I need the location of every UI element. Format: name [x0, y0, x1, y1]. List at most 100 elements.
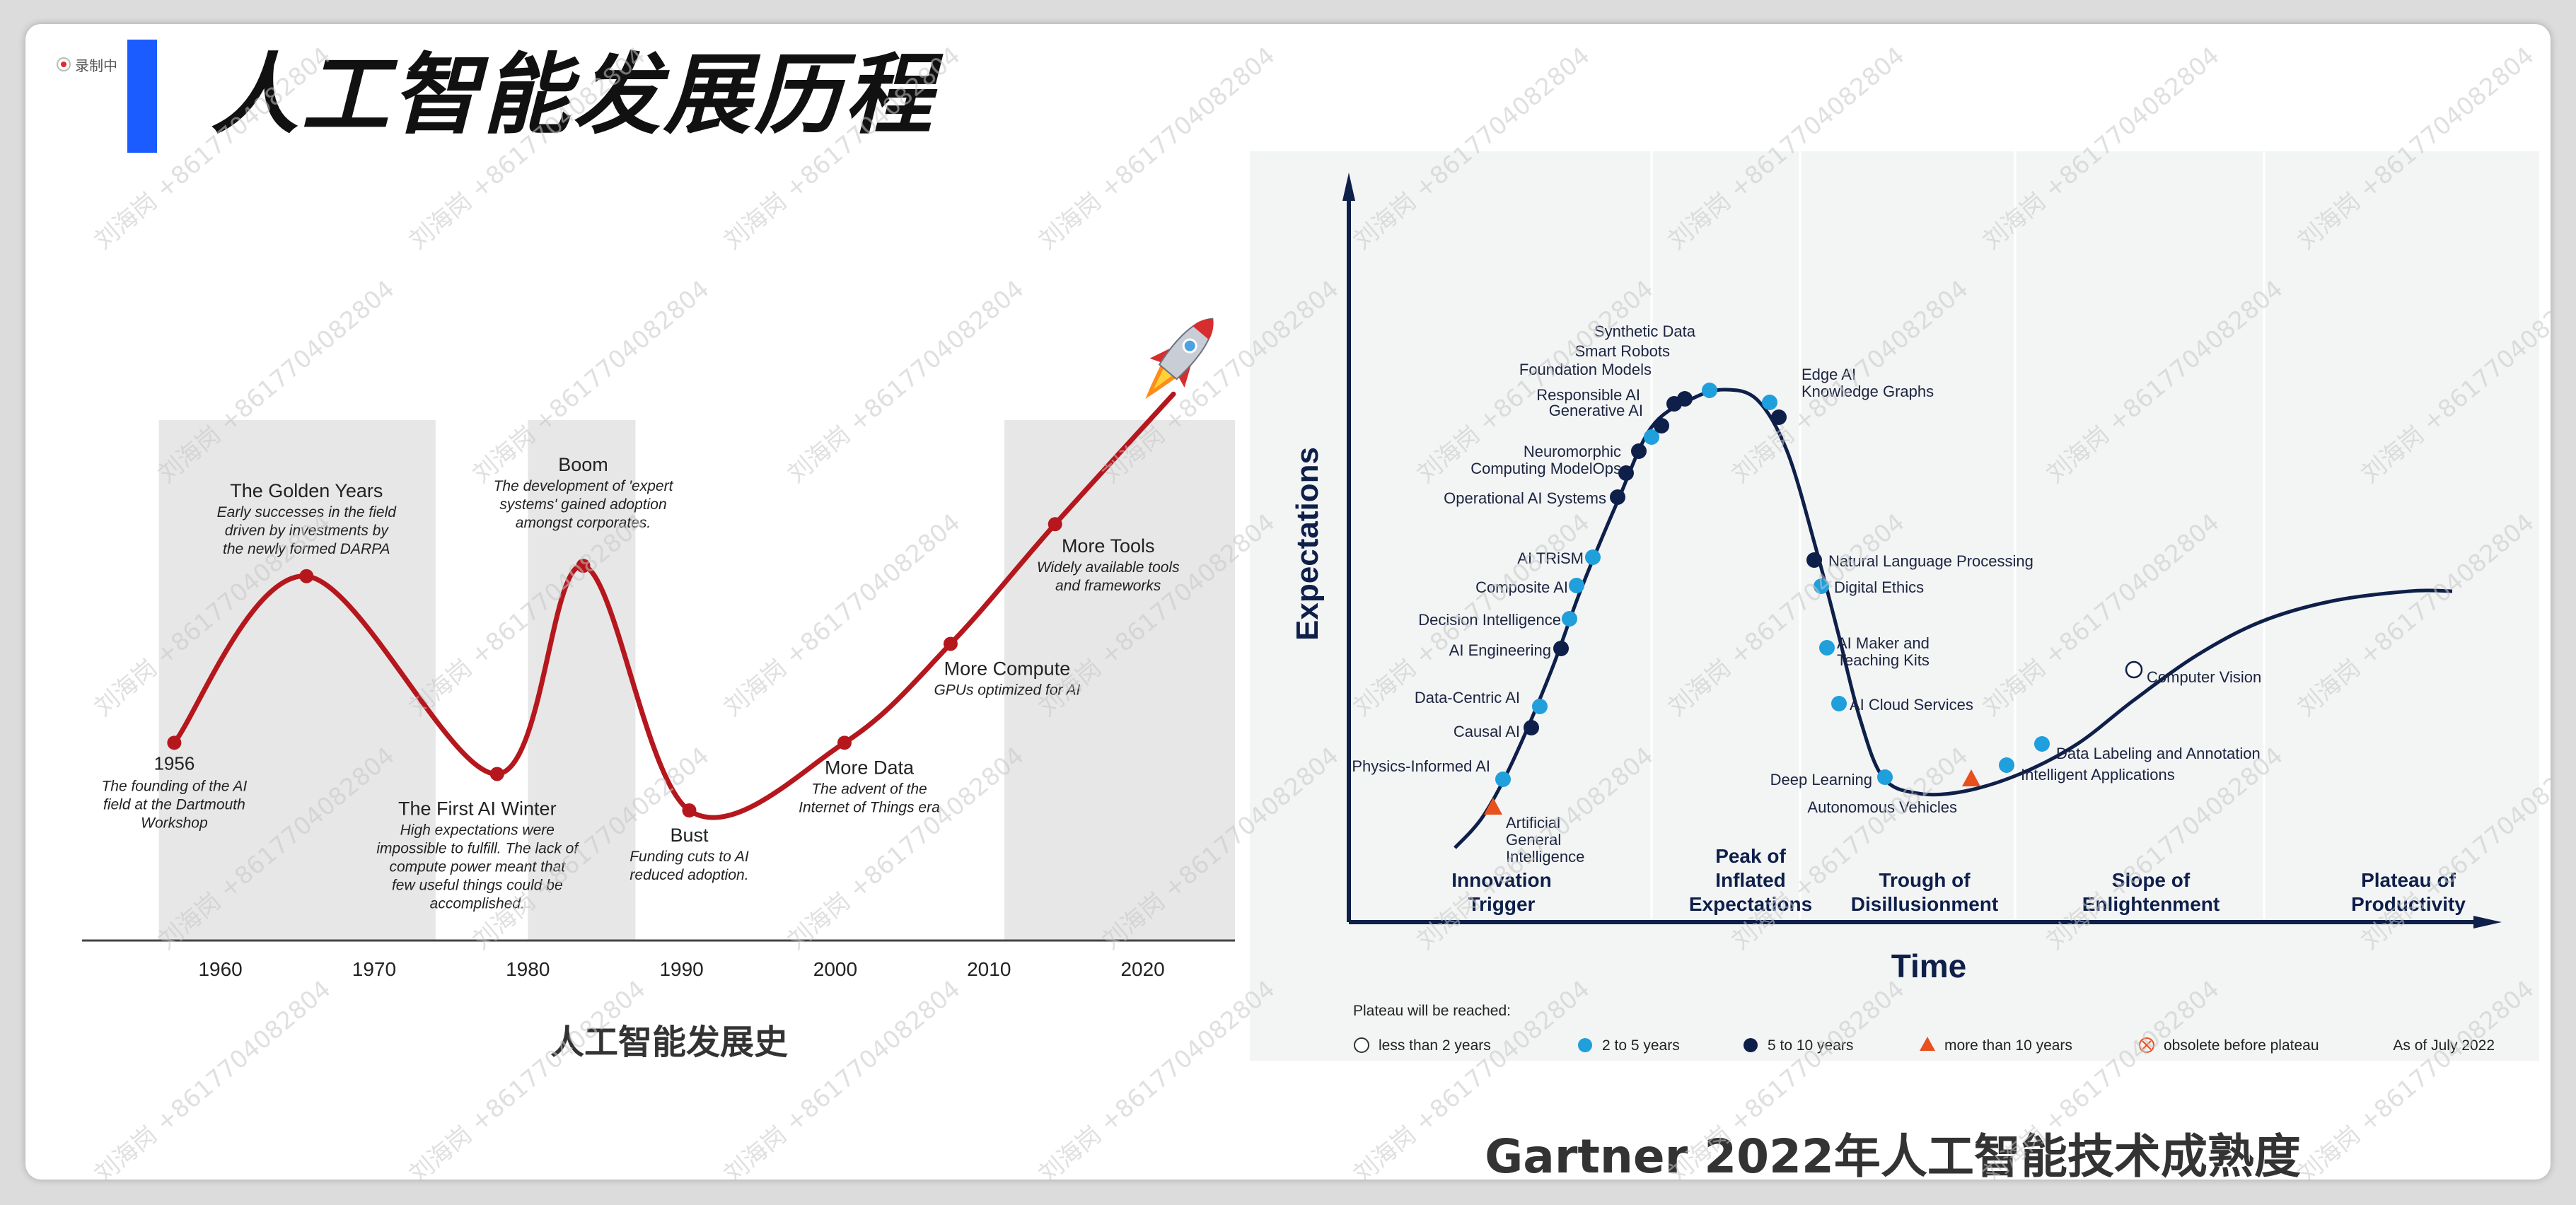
x-tick-label: 1960 [198, 958, 242, 980]
phase-label-5: Productivity [2351, 893, 2466, 915]
computer-vision-marker [2125, 660, 2143, 679]
ai-history-caption: 人工智能发展史 [550, 1023, 788, 1062]
x-tick-label: 2010 [967, 958, 1011, 980]
legend-lt2-label: less than 2 years [1379, 1037, 1491, 1054]
legend-gt10-label: more than 10 years [1944, 1037, 2072, 1054]
artificial-general-intelligence-label: Artificial [1506, 814, 1560, 832]
phase-label-2: Peak of [1715, 845, 1786, 867]
milestone-point-the-first-ai-winter [489, 767, 504, 781]
deep-learning-marker [1877, 769, 1893, 785]
intelligent-applications-label: Intelligent Applications [2021, 766, 2175, 784]
milestone-title: The Golden Years [230, 480, 383, 501]
synthetic-data-label: Synthetic Data [1594, 322, 1696, 340]
ai-engineering-label: AI Engineering [1449, 641, 1551, 659]
era-shade-3 [1004, 420, 1235, 941]
phase-label-5: Plateau of [2361, 869, 2456, 891]
milestone-desc: systems' gained adoption [499, 496, 666, 513]
x-tick-label: 1980 [506, 958, 550, 980]
milestone-desc: and frameworks [1055, 578, 1161, 594]
phase-label-1: Innovation [1451, 869, 1552, 891]
physics-informed-ai-label: Physics-Informed AI [1352, 757, 1490, 775]
foundation-models-label: Foundation Models [1519, 361, 1652, 378]
legend-title: Plateau will be reached: [1353, 1003, 1511, 1019]
rocket-fin-right [1178, 363, 1192, 388]
decision-intelligence-marker [1562, 611, 1577, 627]
milestone-desc: reduced adoption. [630, 867, 748, 883]
recording-badge[interactable]: 录制中 [52, 52, 122, 76]
milestone-title: More Compute [944, 658, 1071, 679]
milestone-point-the-golden-years [299, 569, 314, 583]
x-tick-label: 1970 [352, 958, 396, 980]
milestone-point-bust [682, 803, 697, 817]
causal-ai-label: Causal AI [1454, 723, 1520, 740]
x-axis-arrow [2473, 916, 2502, 929]
x-tick-label: 2020 [1120, 958, 1164, 980]
milestone-desc: amongst corporates. [516, 515, 651, 531]
data-labeling-and-annotation-marker [2034, 736, 2050, 752]
ai-cloud-services-marker [1831, 696, 1847, 711]
rocket-flame-core [1153, 368, 1173, 390]
neuromorphic-computing-label: Neuromorphic [1524, 443, 1621, 460]
generative-ai-marker [1644, 429, 1659, 445]
milestone-point-more-tools [1048, 517, 1062, 532]
y-axis-arrow [1342, 173, 1355, 201]
legend-2to5-marker [1578, 1038, 1592, 1052]
rocket-fin-left [1149, 347, 1172, 363]
history-curve [171, 391, 1176, 820]
phase-label-2: Expectations [1689, 893, 1812, 915]
milestone-desc: Funding cuts to AI [630, 849, 749, 865]
edge-ai-label: Knowledge Graphs [1802, 383, 1934, 400]
digital-ethics-marker [1814, 578, 1829, 594]
rocket-icon [1145, 318, 1214, 400]
data-centric-ai-marker [1532, 699, 1548, 714]
milestone-desc: impossible to fulfill. The lack of [376, 840, 579, 856]
artificial-general-intelligence-label: Intelligence [1506, 848, 1584, 866]
milestone-desc: The development of 'expert [494, 478, 674, 494]
milestone-desc: Workshop [141, 815, 208, 831]
ai-cloud-services-label: AI Cloud Services [1850, 696, 1973, 714]
milestone-desc: driven by investments by [225, 523, 390, 539]
intelligent-applications-marker [1999, 757, 2014, 773]
artificial-general-intelligence-label: General [1506, 831, 1561, 849]
rocket-window [1182, 338, 1197, 354]
milestone-title: More Tools [1062, 535, 1155, 557]
legend-5to10-marker [1744, 1038, 1758, 1052]
causal-ai-marker [1524, 720, 1539, 735]
ai-engineering-marker [1553, 641, 1569, 656]
ai-trism-marker [1585, 549, 1601, 565]
record-icon [57, 57, 71, 71]
milestone-title: More Data [825, 757, 915, 778]
phase-label-3: Trough of [1879, 869, 1971, 891]
smart-robots-label: Smart Robots [1575, 342, 1671, 360]
title-accent-bar [127, 40, 157, 153]
responsible-ai-marker [1654, 418, 1669, 433]
legend-gt10-marker [1920, 1037, 1935, 1051]
ai-maker-and-teaching-kits-label: Teaching Kits [1837, 651, 1930, 669]
milestone-desc: The founding of the AI [101, 778, 247, 794]
phase-label-3: Disillusionment [1851, 893, 1998, 915]
ai-maker-and-teaching-kits-label: AI Maker and [1837, 634, 1930, 652]
milestone-desc: Internet of Things era [799, 799, 940, 815]
artificial-general-intelligence-marker [1484, 798, 1502, 815]
composite-ai-label: Composite AI [1475, 578, 1568, 596]
milestone-desc: Early successes in the field [217, 504, 398, 520]
legend-2to5-label: 2 to 5 years [1602, 1037, 1680, 1054]
legend-lt2-marker [1354, 1037, 1369, 1053]
operational-ai-systems-marker [1610, 489, 1625, 505]
x-axis-label: Time [1891, 948, 1967, 984]
knowledge-graphs-marker [1771, 409, 1787, 425]
edge-ai-label: Edge AI [1802, 366, 1856, 383]
autonomous-vehicles-label: Autonomous Vehicles [1807, 798, 1957, 816]
deep-learning-label: Deep Learning [1770, 771, 1872, 788]
phase-label-1: Trigger [1468, 893, 1536, 915]
generative-ai-label: Generative AI [1549, 402, 1643, 419]
legend-obsolete-marker [2139, 1037, 2154, 1053]
legend-obsolete-cross [2142, 1040, 2152, 1050]
ai-trism-label: AI TRiSM [1517, 549, 1584, 567]
milestone-point-1956 [167, 735, 182, 750]
milestone-point-more-compute [943, 636, 958, 651]
milestone-title: Bust [670, 825, 709, 846]
